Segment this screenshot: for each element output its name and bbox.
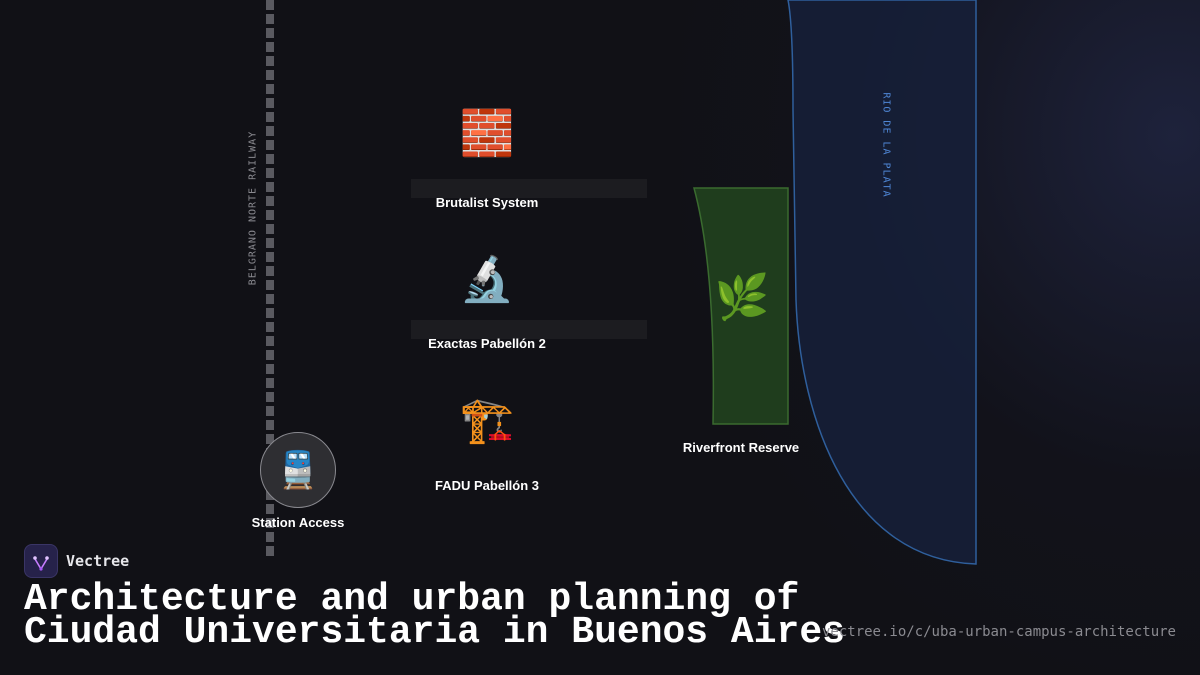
landmark-label-exactas-pabellon-2[interactable]: Exactas Pabellón 2 bbox=[428, 336, 546, 351]
crane-icon[interactable]: 🏗️ bbox=[459, 396, 515, 445]
logo-mark bbox=[33, 556, 49, 571]
title-line: Ciudad Universitaria in Buenos Aires bbox=[24, 611, 845, 654]
landmark-label-riverfront-reserve[interactable]: Riverfront Reserve bbox=[682, 440, 800, 455]
landmark-label-fadu-pabellon-3[interactable]: FADU Pabellón 3 bbox=[434, 478, 540, 493]
river-label: RIO DE LA PLATA bbox=[880, 92, 892, 198]
page-title: Architecture and urban planning of Ciuda… bbox=[24, 578, 845, 654]
reserve-shape bbox=[693, 187, 789, 425]
landmark-label-brutalist-system[interactable]: Brutalist System bbox=[435, 195, 539, 210]
station-marker[interactable]: 🚆 bbox=[260, 432, 336, 508]
river-shape bbox=[787, 0, 977, 565]
title-line: Architecture and urban planning of bbox=[24, 578, 800, 621]
brand-name: Vectree bbox=[66, 552, 130, 570]
platform-bar bbox=[411, 179, 647, 198]
vectree-logo-icon bbox=[24, 544, 58, 578]
landmark-label-station-access[interactable]: Station Access bbox=[251, 515, 345, 530]
microscope-icon[interactable]: 🔬 bbox=[459, 255, 515, 304]
platform-bar bbox=[411, 320, 647, 339]
source-url-link[interactable]: vectree.io/c/uba-urban-campus-architectu… bbox=[821, 624, 1176, 640]
train-icon: 🚆 bbox=[275, 449, 321, 490]
herb-icon[interactable]: 🌿 bbox=[714, 273, 770, 322]
railway-label: BELGRANO NORTE RAILWAY bbox=[247, 130, 259, 286]
brick-icon[interactable]: 🧱 bbox=[459, 109, 515, 158]
